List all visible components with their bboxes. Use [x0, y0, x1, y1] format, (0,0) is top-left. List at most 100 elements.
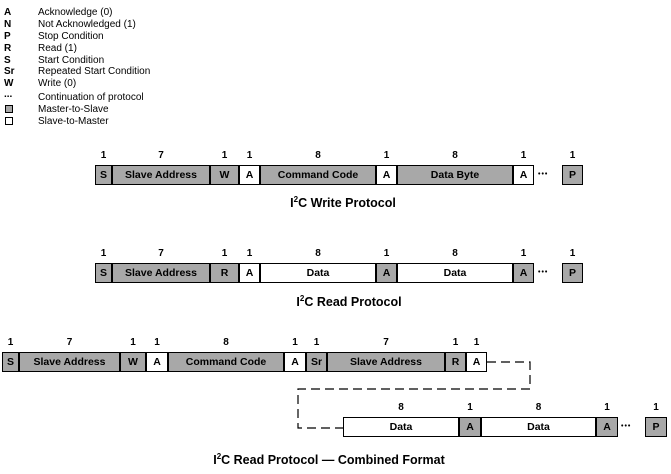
- read-field-r: R: [210, 263, 239, 283]
- write-field-a: A: [513, 165, 534, 185]
- title-superscript: 2: [216, 452, 222, 461]
- legend-symbol: A: [4, 7, 12, 18]
- legend-symbol: P: [4, 31, 11, 42]
- write-bit-count: 1: [246, 150, 253, 161]
- legend-symbol: R: [4, 43, 12, 54]
- read-field-slave-address: Slave Address: [112, 263, 210, 283]
- legend-symbol: W: [4, 78, 14, 89]
- combined-row2-field-data: Data: [481, 417, 596, 437]
- combined-row1-field-command-code: Command Code: [168, 352, 284, 372]
- combined-row1-field-a: A: [146, 352, 168, 372]
- legend-text: Start Condition: [38, 55, 105, 66]
- write-field-w: W: [210, 165, 239, 185]
- read-protocol-title: I2C Read Protocol: [296, 294, 401, 309]
- continuation-dots: •••: [538, 171, 549, 178]
- combined-row1-bit-count: 1: [130, 337, 136, 348]
- read-bit-count: 8: [452, 248, 458, 259]
- read-field-s: S: [95, 263, 112, 283]
- legend-symbol: S: [4, 55, 11, 66]
- title-rest: C Read Protocol: [304, 295, 402, 310]
- combined-row1-field-slave-address: Slave Address: [327, 352, 445, 372]
- combined-row2-bit-count: 1: [467, 402, 473, 413]
- read-bit-count: 1: [520, 248, 527, 259]
- legend-text: Write (0): [38, 78, 77, 89]
- write-bit-count: 1: [383, 150, 390, 161]
- write-bit-count: 1: [569, 150, 576, 161]
- legend-symbol: N: [4, 19, 12, 30]
- write-field-p: P: [562, 165, 583, 185]
- title-superscript: 2: [299, 294, 305, 303]
- combined-row2-field-p: P: [645, 417, 667, 437]
- continuation-dots: •••: [538, 269, 549, 276]
- read-bit-count: 7: [158, 248, 164, 259]
- read-bit-count: 1: [246, 248, 253, 259]
- combined-row1-field-r: R: [445, 352, 466, 372]
- write-field-s: S: [95, 165, 112, 185]
- combined-row2-bit-count: 8: [398, 402, 404, 413]
- write-field-slave-address: Slave Address: [112, 165, 210, 185]
- write-bit-count: 8: [315, 150, 321, 161]
- read-field-a: A: [239, 263, 260, 283]
- combined-row2-field-a: A: [459, 417, 481, 437]
- combined-protocol-title: I2C Read Protocol — Combined Format: [213, 452, 445, 467]
- write-field-command-code: Command Code: [260, 165, 376, 185]
- read-field-a: A: [376, 263, 397, 283]
- read-bit-count: 1: [221, 248, 228, 259]
- read-field-p: P: [562, 263, 583, 283]
- combined-row2-field-data: Data: [343, 417, 459, 437]
- read-bit-count: 1: [100, 248, 107, 259]
- read-field-a: A: [513, 263, 534, 283]
- combined-row2-bit-count: 1: [604, 402, 610, 413]
- read-bit-count: 1: [569, 248, 576, 259]
- title-rest: C Write Protocol: [298, 196, 396, 211]
- combined-row1-bit-count: 1: [292, 337, 298, 348]
- combined-row1-bit-count: 8: [223, 337, 229, 348]
- combined-row1-bit-count: 1: [313, 337, 320, 348]
- title-prefix: I: [290, 196, 294, 211]
- title-superscript: 2: [293, 195, 299, 204]
- legend-text: Master-to-Slave: [38, 104, 109, 115]
- legend-text: Slave-to-Master: [38, 116, 109, 127]
- write-bit-count: 8: [452, 150, 458, 161]
- legend-text: Stop Condition: [38, 31, 104, 42]
- legend-text: Continuation of protocol: [38, 92, 144, 103]
- combined-row2-field-a: A: [596, 417, 618, 437]
- legend-text: Repeated Start Condition: [38, 66, 151, 77]
- master-swatch: [5, 105, 13, 113]
- read-bit-count: 8: [315, 248, 321, 259]
- title-rest: C Read Protocol — Combined Format: [221, 453, 445, 468]
- read-bit-count: 1: [383, 248, 390, 259]
- combined-row1-bit-count: 7: [383, 337, 389, 348]
- slave-swatch: [5, 117, 13, 125]
- read-field-data: Data: [260, 263, 376, 283]
- combined-row2-bit-count: 1: [653, 402, 659, 413]
- write-field-data-byte: Data Byte: [397, 165, 513, 185]
- write-bit-count: 1: [100, 150, 107, 161]
- legend-symbol: ...: [4, 89, 13, 100]
- combined-row1-field-sr: Sr: [306, 352, 327, 372]
- combined-row1-bit-count: 1: [452, 337, 459, 348]
- title-prefix: I: [296, 295, 300, 310]
- combined-row1-field-a: A: [466, 352, 487, 372]
- write-bit-count: 7: [158, 150, 164, 161]
- combined-row1-field-w: W: [120, 352, 146, 372]
- legend-text: Not Acknowledged (1): [38, 19, 136, 30]
- legend-text: Read (1): [38, 43, 77, 54]
- combined-row2-bit-count: 8: [535, 402, 542, 413]
- combined-row1-field-s: S: [2, 352, 19, 372]
- write-field-a: A: [239, 165, 260, 185]
- write-protocol-title: I2C Write Protocol: [290, 195, 396, 210]
- combined-row1-field-a: A: [284, 352, 306, 372]
- write-bit-count: 1: [221, 150, 228, 161]
- legend-text: Acknowledge (0): [38, 7, 113, 18]
- legend-symbol: Sr: [4, 66, 15, 77]
- combined-row1-bit-count: 1: [154, 337, 160, 348]
- write-field-a: A: [376, 165, 397, 185]
- continuation-dots: •••: [621, 423, 632, 430]
- combined-row1-bit-count: 1: [473, 337, 480, 348]
- combined-row1-bit-count: 1: [7, 337, 14, 348]
- read-field-data: Data: [397, 263, 513, 283]
- write-bit-count: 1: [520, 150, 527, 161]
- combined-row1-bit-count: 7: [66, 337, 73, 348]
